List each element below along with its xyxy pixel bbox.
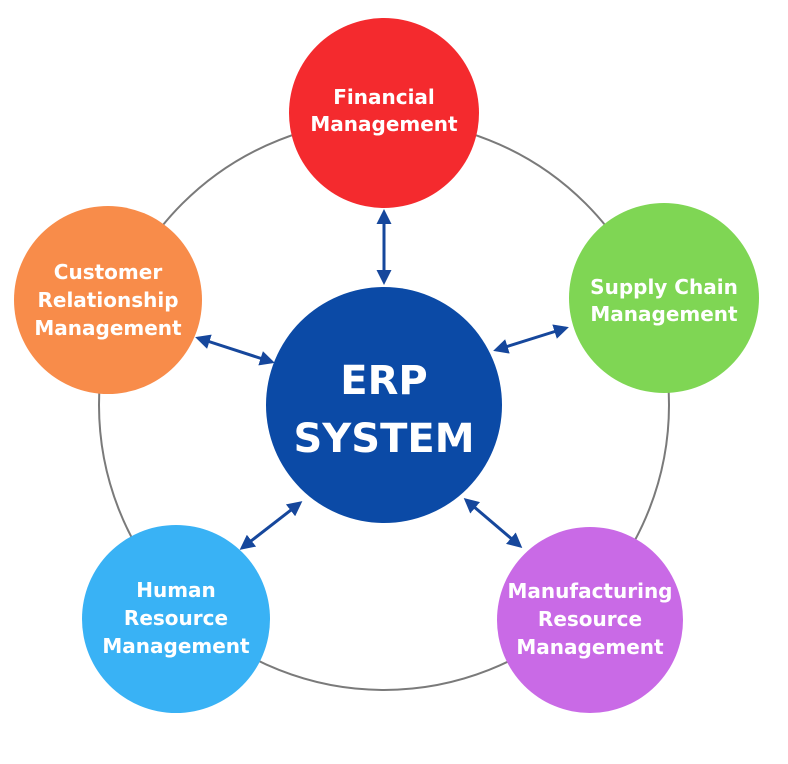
arrow-manufacturing — [463, 498, 523, 548]
module-manufacturing-resource-management: Manufacturing Resource Management — [497, 527, 683, 713]
arrow-customer-relationship — [195, 334, 275, 366]
module-label-customer-relationship-line-3: Management — [34, 316, 182, 340]
center-label-line-1: ERP — [340, 358, 427, 404]
module-label-supply-chain-line-1: Supply Chain — [590, 275, 738, 299]
arrow-supply-chain — [493, 324, 569, 354]
center-label-line-2: SYSTEM — [294, 416, 475, 462]
arrow-human-resource — [239, 501, 303, 550]
module-customer-relationship-management: Customer Relationship Management — [14, 206, 202, 394]
module-label-human-resource-line-2: Resource — [124, 606, 228, 630]
module-circle-supply-chain — [569, 203, 759, 393]
module-supply-chain-management: Supply Chain Management — [569, 203, 759, 393]
center-circle — [266, 287, 502, 523]
module-label-financial-line-1: Financial — [333, 85, 435, 109]
module-label-supply-chain-line-2: Management — [590, 302, 738, 326]
module-label-customer-relationship-line-2: Relationship — [37, 288, 178, 312]
connector-arrows — [195, 209, 569, 550]
module-label-manufacturing-line-3: Management — [516, 635, 664, 659]
module-label-manufacturing-line-2: Resource — [538, 607, 642, 631]
center-node-erp-system: ERP SYSTEM — [266, 287, 502, 523]
module-human-resource-management: Human Resource Management — [82, 525, 270, 713]
module-label-customer-relationship-line-1: Customer — [54, 260, 163, 284]
module-circle-manufacturing — [497, 527, 683, 713]
module-circle-financial — [289, 18, 479, 208]
module-label-financial-line-2: Management — [310, 112, 458, 136]
module-label-human-resource-line-1: Human — [136, 578, 216, 602]
module-financial-management: Financial Management — [289, 18, 479, 208]
module-circle-customer-relationship — [14, 206, 202, 394]
module-circle-human-resource — [82, 525, 270, 713]
module-label-manufacturing-line-1: Manufacturing — [508, 579, 673, 603]
module-label-human-resource-line-3: Management — [102, 634, 250, 658]
